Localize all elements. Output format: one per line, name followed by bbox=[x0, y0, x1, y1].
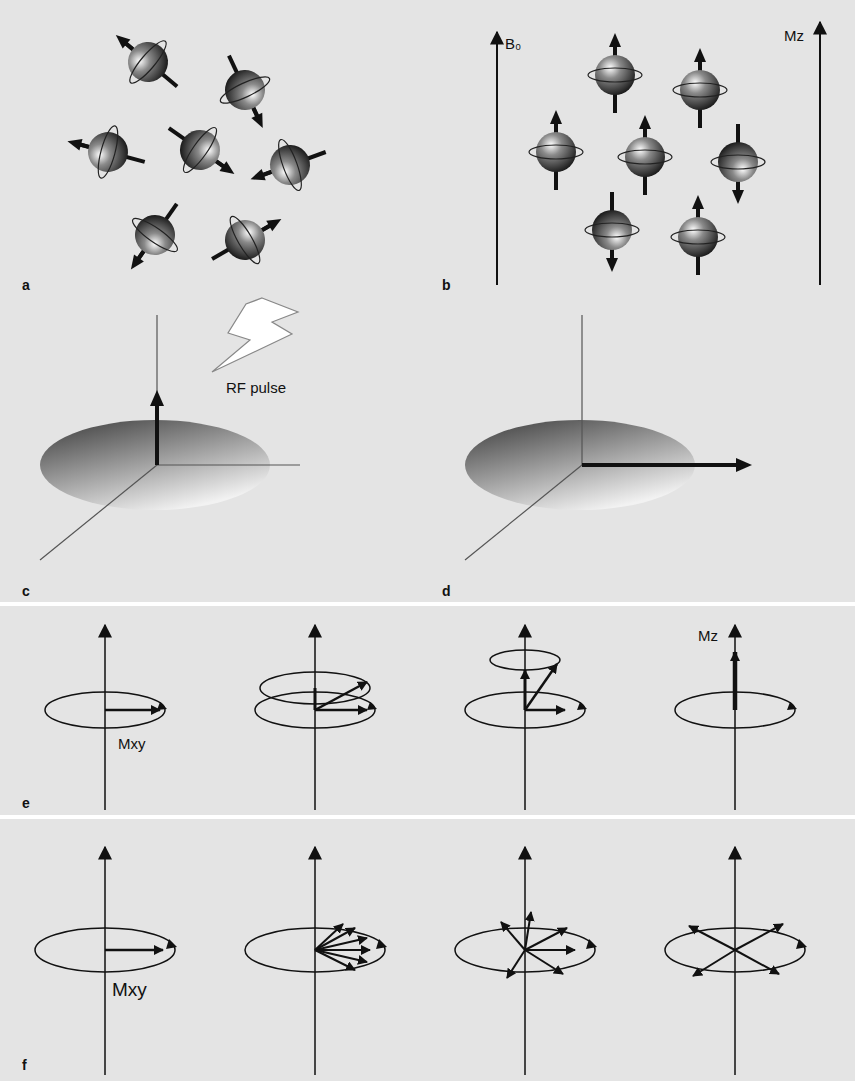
pulse-label: RF pulse bbox=[226, 380, 286, 395]
panel-letter: c bbox=[22, 584, 30, 598]
panel-letter: d bbox=[442, 584, 451, 598]
panel-letter: f bbox=[22, 1058, 27, 1072]
magnetization-label: Mz bbox=[784, 28, 804, 43]
magnetization-label: Mxy bbox=[112, 980, 147, 999]
panel-letter: e bbox=[22, 796, 30, 810]
field-label: B₀ bbox=[505, 36, 521, 51]
panel-letter: a bbox=[22, 278, 30, 292]
magnetization-label: Mxy bbox=[118, 736, 146, 751]
panel-letter: b bbox=[442, 278, 451, 292]
magnetization-label: Mz bbox=[698, 628, 718, 643]
